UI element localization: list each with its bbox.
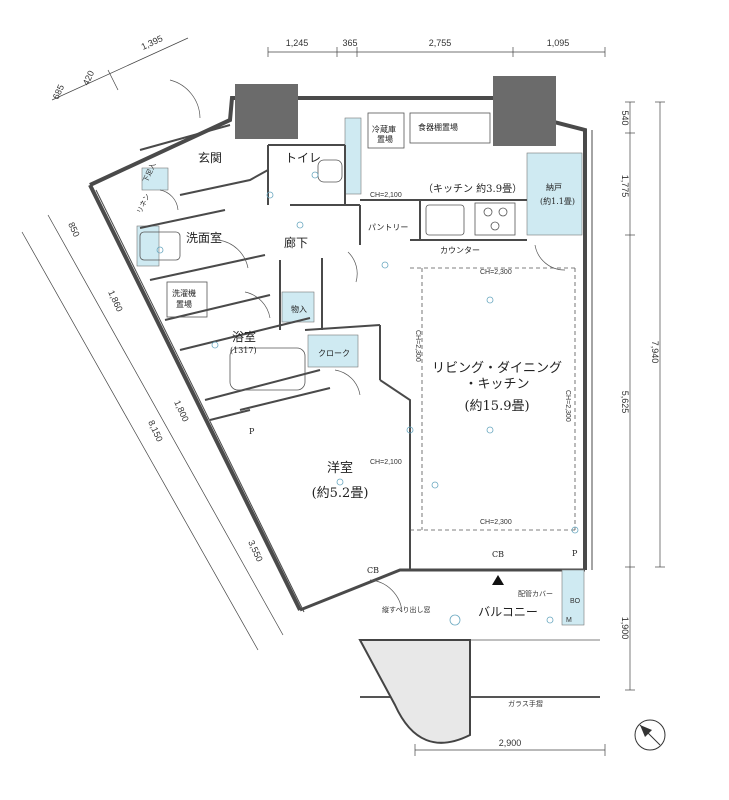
dim-right-1: 540 — [620, 110, 630, 125]
interior-walls — [139, 124, 527, 570]
note-glass-rail: ガラス手摺 — [508, 699, 543, 708]
note-fridge-2: 置場 — [377, 134, 393, 144]
dimension-lines — [21, 37, 665, 756]
note-cb-center: CB — [492, 550, 504, 559]
dim-right-4: 5,625 — [620, 391, 630, 414]
note-cb-left: CB — [367, 566, 379, 575]
dim-bottom: 2,900 — [499, 738, 522, 748]
note-counter: カウンター — [440, 246, 480, 255]
dim-right-2: 1,775 — [620, 175, 630, 198]
room-western: 洋室 — [327, 460, 353, 476]
dim-left-5: 3,550 — [246, 539, 265, 564]
ceiling-lights — [156, 171, 579, 626]
room-bath-size: (1317) — [230, 346, 257, 355]
note-m: M — [566, 617, 572, 624]
dim-topleft-3: 420 — [81, 69, 96, 87]
note-p-right: P — [572, 549, 578, 558]
room-ldk-1: リビング・ダイニング — [432, 361, 562, 376]
dim-right-5: 1,900 — [620, 617, 630, 640]
note-fridge-1: 冷蔵庫 — [372, 124, 396, 134]
note-ch-kitchen: CH=2,100 — [370, 192, 402, 199]
room-ldk-2: ・キッチン — [464, 377, 529, 392]
dim-top-4: 1,095 — [547, 38, 570, 48]
note-ch-ldk-top: CH=2,300 — [480, 269, 512, 276]
column-top-left — [235, 84, 298, 139]
room-storage: 納戸 — [546, 182, 562, 192]
bay-window — [358, 639, 471, 744]
room-closet-small: 物入 — [291, 304, 307, 314]
fridge-space — [367, 112, 405, 149]
room-toilet: トイレ — [285, 151, 321, 165]
room-bath: 浴室 — [232, 329, 256, 344]
note-ch-western: CH=2,100 — [370, 459, 402, 466]
room-washroom: 洗面室 — [186, 230, 222, 245]
note-ch-ldk-right: CH=2,300 — [564, 390, 571, 422]
dim-topleft-1: 1,395 — [140, 33, 165, 52]
fixtures — [139, 112, 600, 698]
bathtub — [229, 347, 306, 391]
cb-arrow-icon — [492, 575, 504, 585]
room-laundry-2: 置場 — [176, 299, 192, 309]
note-dish-shelf: 食器棚置場 — [418, 122, 458, 132]
dim-topleft-2: 685 — [51, 83, 66, 101]
note-ch-ldk-left: CH=2,300 — [414, 330, 421, 362]
washbasin — [139, 231, 181, 261]
door-swings — [159, 79, 566, 613]
room-hallway: 廊下 — [284, 235, 308, 250]
note-bo: BO — [570, 598, 581, 605]
room-kitchen: （キッチン 約3.9畳） — [423, 182, 522, 195]
wet-areas — [136, 117, 585, 626]
note-linen: リネン — [136, 192, 152, 214]
kitchen-sink — [425, 204, 465, 236]
room-western-size: (約5.2畳) — [312, 486, 369, 501]
dim-right-3: 7,940 — [650, 341, 660, 364]
room-entrance: 玄関 — [198, 150, 222, 165]
note-slide-window: 縦すべり出し窓 — [382, 605, 431, 614]
dim-top-3: 2,755 — [429, 38, 452, 48]
dim-left-2: 1,860 — [106, 289, 125, 314]
room-labels: 玄関 トイレ （キッチン 約3.9畳） 納戸 (約1.1畳) 洗面室 廊下 洗濯… — [172, 150, 575, 619]
dim-top-1: 1,245 — [286, 38, 309, 48]
room-storage-size: (約1.1畳) — [540, 196, 575, 206]
column-top-right — [493, 76, 556, 146]
room-cloak: クローク — [318, 349, 350, 358]
dim-top-2: 365 — [342, 38, 357, 48]
toilet-fixture — [317, 159, 343, 183]
note-pipe-cover: 配管カバー — [518, 589, 553, 598]
note-pantry: パントリー — [368, 223, 408, 232]
laundry-space — [166, 281, 208, 318]
dish-shelf — [409, 112, 491, 144]
kitchen-stove — [474, 202, 516, 236]
compass-icon — [634, 719, 666, 751]
dim-left-4: 8,150 — [146, 419, 165, 444]
note-ch-ldk-bottom: CH=2,300 — [480, 519, 512, 526]
room-ldk-size: (約15.9畳) — [464, 399, 529, 414]
room-laundry-1: 洗濯機 — [172, 288, 196, 298]
room-balcony: バルコニー — [478, 605, 538, 619]
dim-left-1: 850 — [66, 221, 81, 239]
dim-left-3: 1,800 — [172, 399, 191, 424]
note-p-left: P — [249, 427, 255, 436]
